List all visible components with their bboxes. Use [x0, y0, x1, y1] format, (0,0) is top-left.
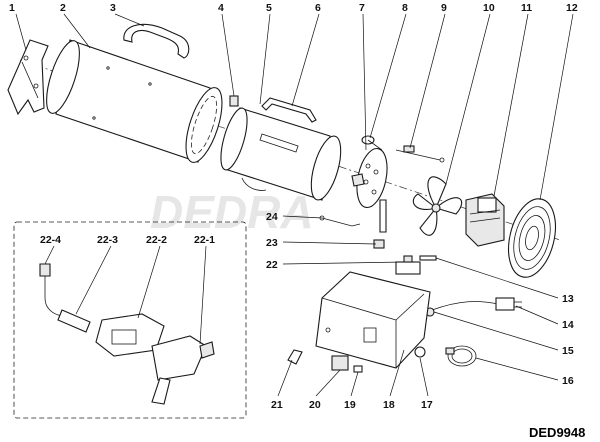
inset-valve-detail [13, 221, 247, 419]
part-4-clip [229, 95, 239, 107]
label-19: 19 [344, 399, 356, 411]
label-7: 7 [359, 2, 365, 14]
part-14-power-cord [431, 297, 522, 311]
label-6: 6 [315, 2, 321, 14]
label-15: 15 [562, 345, 574, 357]
label-8: 8 [402, 2, 408, 14]
part-20-switch [331, 355, 349, 371]
part-11-motor [465, 193, 505, 247]
part-24-gas-pipe [319, 215, 361, 227]
part-2-housing-cylinder [46, 39, 223, 163]
label-21: 21 [271, 399, 283, 411]
label-3: 3 [110, 2, 116, 14]
label-22: 22 [266, 259, 278, 271]
part-17-knob [414, 346, 426, 358]
label-4: 4 [218, 2, 224, 14]
label-1: 1 [9, 2, 15, 14]
part-22-valve-assembly [395, 255, 421, 275]
label-2: 2 [60, 2, 66, 14]
label-22-2: 22-2 [146, 234, 167, 246]
label-10: 10 [483, 2, 495, 14]
part-8-electrode [361, 135, 383, 151]
label-13: 13 [562, 293, 574, 305]
label-5: 5 [266, 2, 272, 14]
part-5-inner-chamber [220, 107, 342, 201]
label-22-3: 22-3 [97, 234, 118, 246]
part-19-screw [353, 365, 363, 373]
part-1-rear-bracket [7, 39, 49, 116]
part-7-burner-plate [351, 147, 388, 233]
part-10-fan-blade [412, 176, 463, 236]
label-24: 24 [266, 211, 278, 223]
part-18-base-frame [315, 271, 431, 369]
part-12-front-guard [508, 198, 556, 278]
label-22-4: 22-4 [40, 234, 61, 246]
part-labels: 1 2 3 4 5 6 7 8 9 10 11 12 13 14 15 16 1… [9, 2, 578, 411]
label-17: 17 [421, 399, 433, 411]
label-18: 18 [383, 399, 395, 411]
label-16: 16 [562, 375, 574, 387]
watermark-text: DEDRA [150, 186, 314, 238]
label-20: 20 [309, 399, 321, 411]
label-23: 23 [266, 237, 278, 249]
label-12: 12 [566, 2, 578, 14]
part-21-piezo-igniter [287, 349, 303, 365]
part-6-bracket-bar [261, 97, 317, 123]
label-14: 14 [562, 319, 574, 331]
catalog-code: DED9948 [529, 425, 585, 440]
part-3-handle [123, 23, 190, 59]
label-22-1: 22-1 [194, 234, 215, 246]
part-9-thermocouple [395, 145, 445, 163]
part-13-pin [419, 255, 437, 261]
label-9: 9 [441, 2, 447, 14]
part-16-gas-hose [445, 345, 477, 367]
label-11: 11 [521, 2, 532, 14]
leader-lines [15, 13, 574, 397]
